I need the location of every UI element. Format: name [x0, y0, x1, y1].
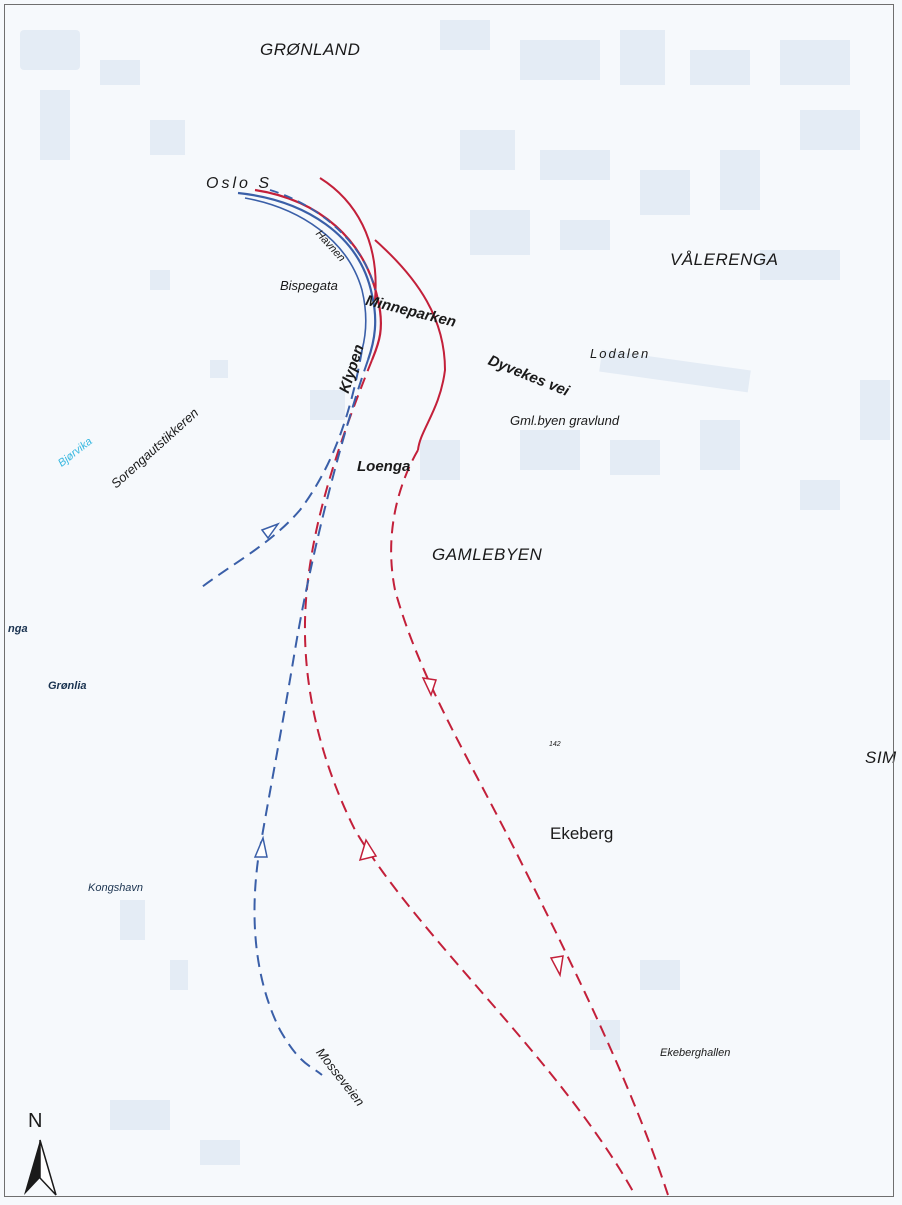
arrow-blue-sorenga	[260, 522, 281, 540]
blue-route-solid	[237, 191, 377, 361]
red-route-solid	[254, 188, 382, 361]
label-ekeberghallen: Ekeberghallen	[660, 1047, 731, 1059]
blue-route-solid-2	[244, 197, 367, 351]
label-ekeberg: Ekeberg	[550, 824, 614, 843]
red-route-dashed-west	[303, 359, 636, 1196]
arrow-red-east-upper	[421, 677, 437, 698]
label-oslo-s: Oslo S	[206, 175, 273, 192]
label-gamlebyen: GAMLEBYEN	[432, 545, 543, 564]
arrow-blue-main	[253, 835, 268, 858]
label-gml-byen-gravlund: Gml.byen gravlund	[510, 413, 620, 428]
red-route-dashed-east	[390, 449, 669, 1196]
arrow-red-east-lower	[549, 955, 564, 978]
label-loenga: Loenga	[357, 458, 411, 475]
label-simensbraten: SIM	[865, 748, 897, 767]
label-gronlia: Grønlia	[48, 680, 87, 692]
label-gronland: GRØNLAND	[260, 40, 361, 59]
red-route-ridge	[374, 239, 447, 451]
blue-route-havnen-dashed	[269, 189, 376, 291]
direction-arrows	[253, 522, 564, 978]
label-valerenga: VÅLERENGA	[670, 250, 779, 269]
red-route-solid-east	[319, 177, 377, 301]
blue-route-dashed-sorenga	[197, 349, 363, 591]
label-loenga-partial: nga	[8, 623, 28, 635]
label-lodalen: Lodalen	[590, 346, 651, 361]
building-blocks	[20, 20, 890, 1165]
label-elevation: 142	[549, 741, 561, 748]
arrow-red-west	[358, 838, 378, 862]
label-bispegata: Bispegata	[280, 278, 338, 293]
blue-route-dashed-main	[253, 359, 369, 1076]
label-kongshavn: Kongshavn	[88, 882, 144, 894]
north-arrow-letter: N	[28, 1110, 43, 1132]
